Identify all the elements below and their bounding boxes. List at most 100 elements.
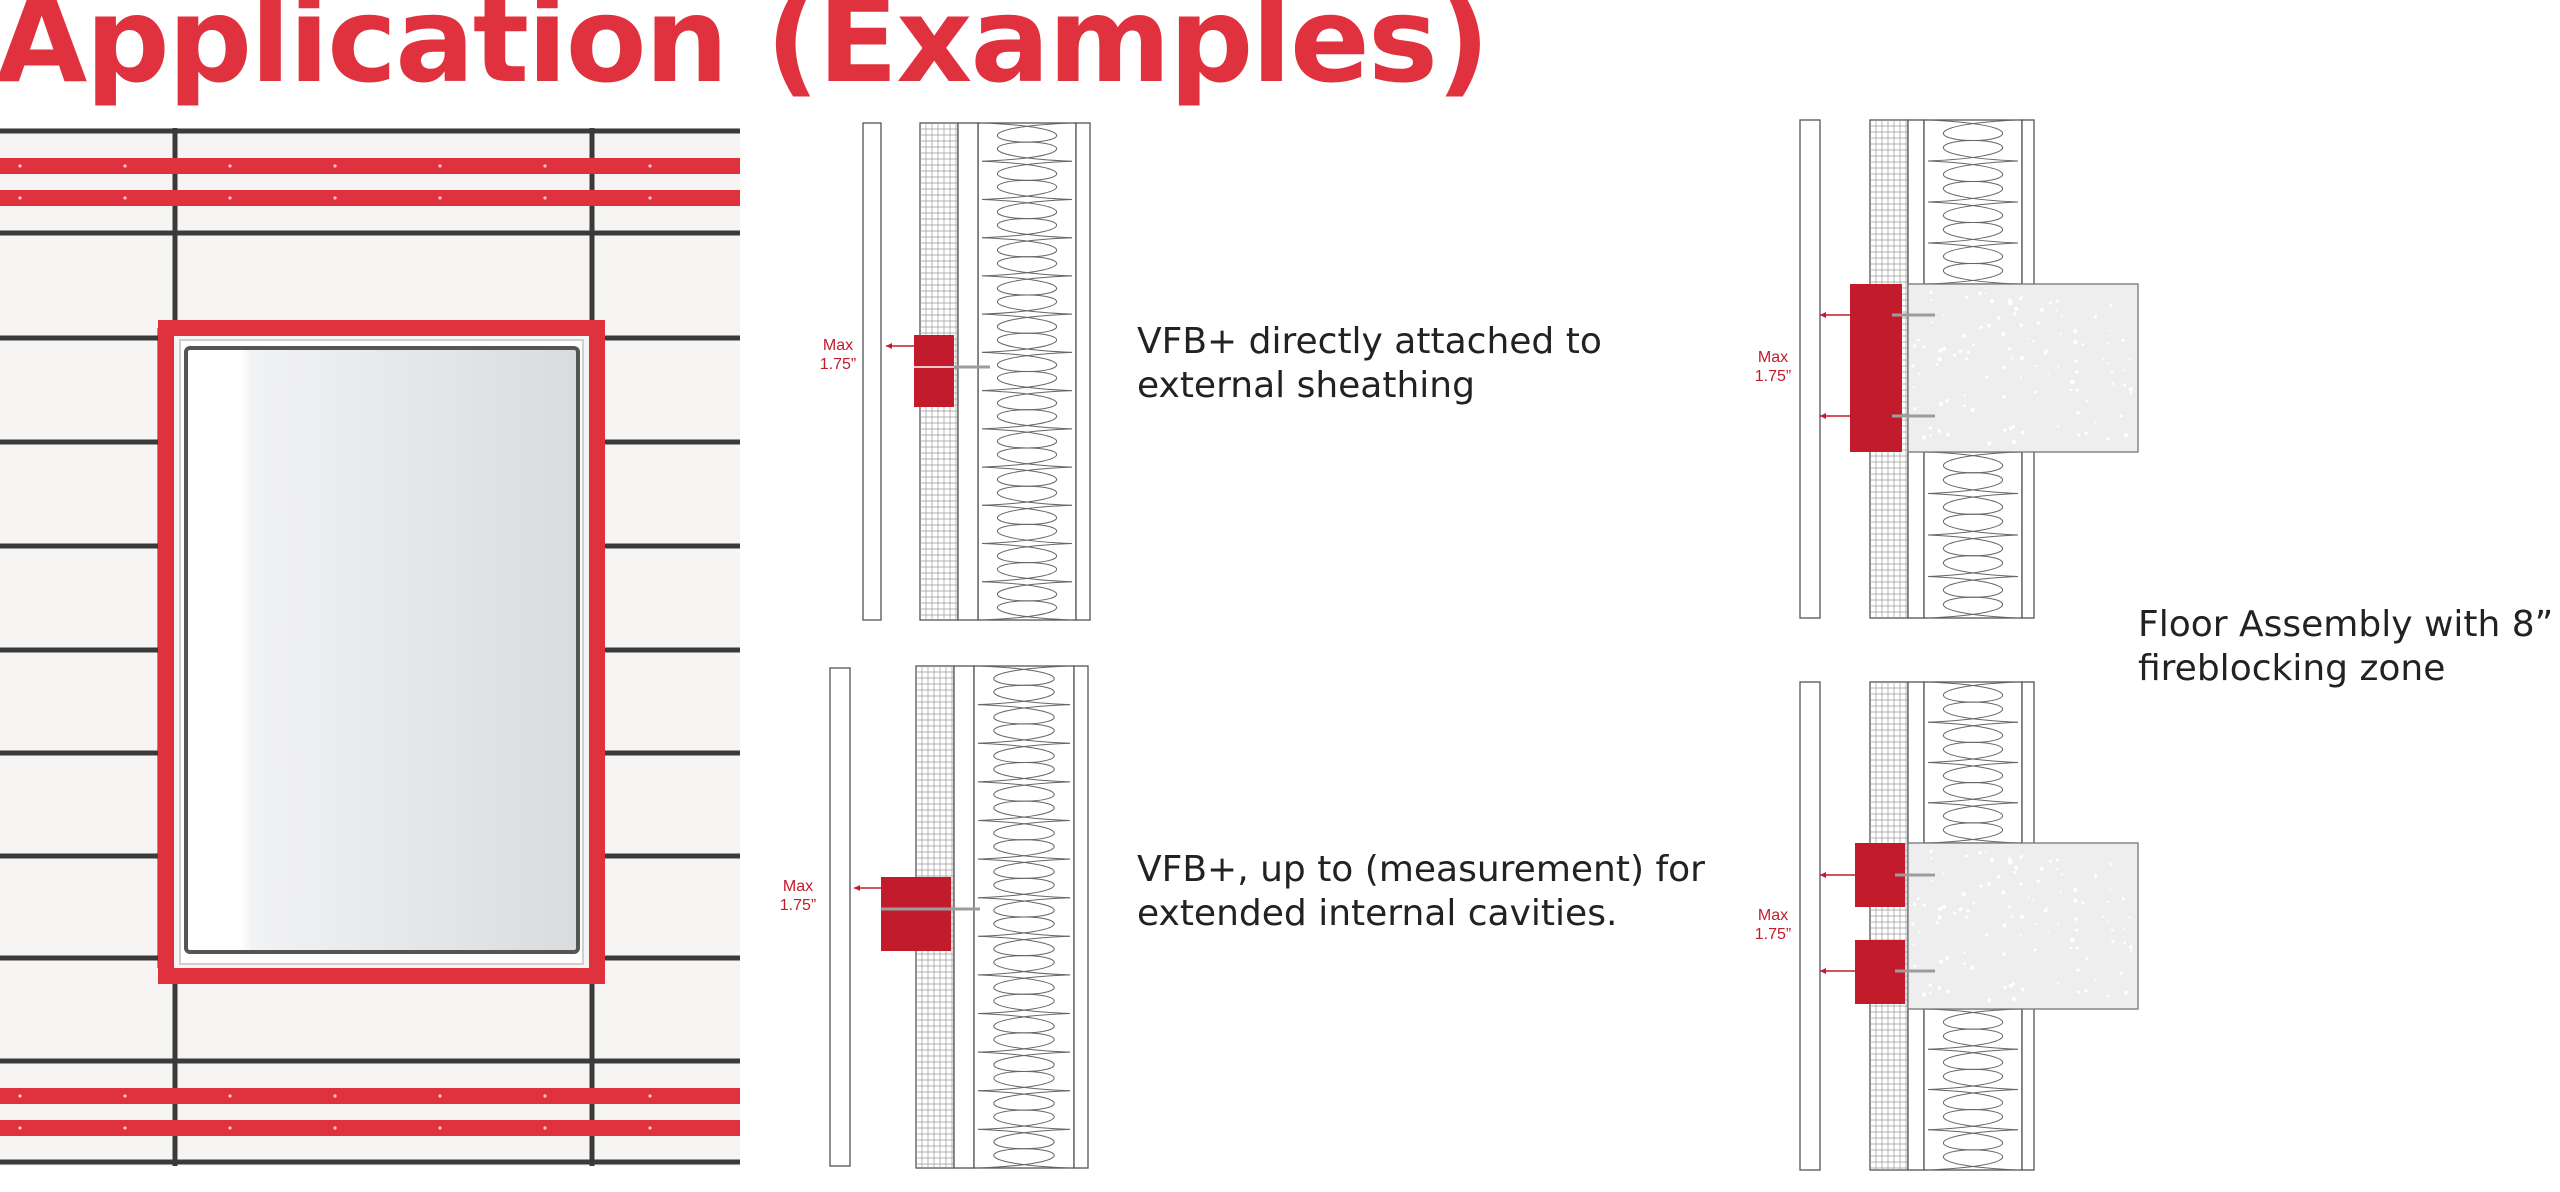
fastener-dot [543,1126,547,1130]
concrete-aggregate [1918,372,1921,376]
concrete-aggregate [2011,425,2016,429]
concrete-aggregate [2019,323,2024,328]
concrete-aggregate [1937,915,1942,920]
concrete-aggregate [1952,911,1957,916]
concrete-aggregate [2020,430,2025,435]
fastener-dot [333,1126,337,1130]
concrete-aggregate [2047,931,2050,934]
concrete-aggregate [2020,987,2025,992]
concrete-aggregate [1928,983,1933,987]
insulation-cavity-upper [1923,681,2023,844]
concrete-aggregate [2011,996,2016,1002]
concrete-aggregate [1938,402,1944,407]
concrete-aggregate [1978,291,1982,296]
fastener-dot [228,196,232,200]
concrete-aggregate [1935,921,1939,925]
concrete-aggregate [1966,909,1970,913]
concrete-aggregate [2106,437,2110,441]
window-fire-barrier [158,320,605,984]
concrete-aggregate [1929,991,1932,994]
concrete-aggregate [1942,314,1944,316]
concrete-aggregate [2057,365,2060,368]
concrete-aggregate [1986,882,1991,887]
concrete-aggregate [1929,290,1933,294]
concrete-aggregate [1984,851,1987,854]
concrete-aggregate [2060,314,2064,317]
vfb-barrier-block [1850,284,1902,452]
concrete-aggregate [2002,923,2007,928]
concrete-aggregate [1972,901,1976,905]
concrete-aggregate [1922,904,1926,908]
concrete-aggregate [2129,391,2133,395]
concrete-aggregate [2110,370,2114,374]
concrete-aggregate [2109,862,2113,866]
concrete-aggregate [2072,328,2078,334]
concrete-aggregate [2123,383,2126,387]
concrete-aggregate [1918,930,1921,934]
concrete-aggregate [2028,337,2031,340]
concrete-aggregate [2119,414,2123,418]
fire-barrier-band [0,1088,740,1104]
cladding-panel [1799,681,1821,1171]
concrete-aggregate [1963,394,1966,397]
concrete-aggregate [2070,379,2075,385]
fire-barrier-band [0,158,740,174]
concrete-aggregate [2010,915,2014,918]
concrete-aggregate [1961,892,1966,897]
concrete-aggregate [2075,388,2080,392]
concrete-aggregate [1965,357,1969,361]
concrete-aggregate [2002,365,2007,370]
concrete-aggregate [1996,874,2001,879]
concrete-aggregate [1937,429,1942,433]
fastener-dot [18,196,22,200]
concrete-aggregate [2081,901,2085,905]
fastener-dot [228,1126,232,1130]
concrete-aggregate [2085,957,2089,960]
concrete-aggregate [1962,404,1966,408]
concrete-aggregate [1929,434,1932,437]
concrete-aggregate [2059,890,2062,893]
concrete-aggregate [1945,398,1949,403]
concrete-aggregate [2010,357,2014,360]
cladding-panel [829,667,851,1167]
concrete-aggregate [2057,982,2060,985]
concrete-aggregate [1972,343,1976,347]
fastener-dot [648,164,652,168]
cladding-panel [862,122,882,621]
concrete-aggregate [2094,874,2098,878]
concrete-aggregate [2001,890,2006,895]
concrete-aggregate [2001,331,2006,336]
batt-insulation-curve [977,665,1071,1169]
concrete-aggregate [1979,884,1983,888]
concrete-aggregate [2028,896,2031,899]
concrete-aggregate [2123,369,2126,372]
fastener-dot [123,164,127,168]
batt-insulation-curve [1927,681,2019,844]
arrow-left-icon [1820,872,1826,878]
concrete-aggregate [2019,856,2022,860]
concrete-aggregate [1929,849,1933,853]
concrete-aggregate [2084,431,2088,436]
concrete-aggregate [2111,382,2115,386]
fastener-dot [438,164,442,168]
fastener-dot [123,196,127,200]
concrete-aggregate [2036,879,2040,884]
concrete-aggregate [1922,345,1926,349]
concrete-aggregate [2046,906,2049,909]
concrete-aggregate [2014,306,2019,311]
concrete-aggregate [1937,356,1942,362]
fastener-dot [543,1094,547,1098]
insulation-cavity-lower [1923,1008,2023,1171]
concrete-aggregate [2047,373,2050,376]
concrete-aggregate [2060,873,2064,876]
concrete-aggregate [2074,359,2078,363]
arrow-left-icon [1820,312,1826,318]
concrete-aggregate [2033,390,2037,394]
concrete-aggregate [2007,857,2013,863]
batt-insulation-curve [1927,119,2019,285]
concrete-aggregate [2073,340,2078,345]
concrete-aggregate [2035,922,2038,926]
concrete-aggregate [2106,920,2109,923]
insulation-cavity-upper [1923,119,2023,285]
concrete-aggregate [2048,860,2052,863]
